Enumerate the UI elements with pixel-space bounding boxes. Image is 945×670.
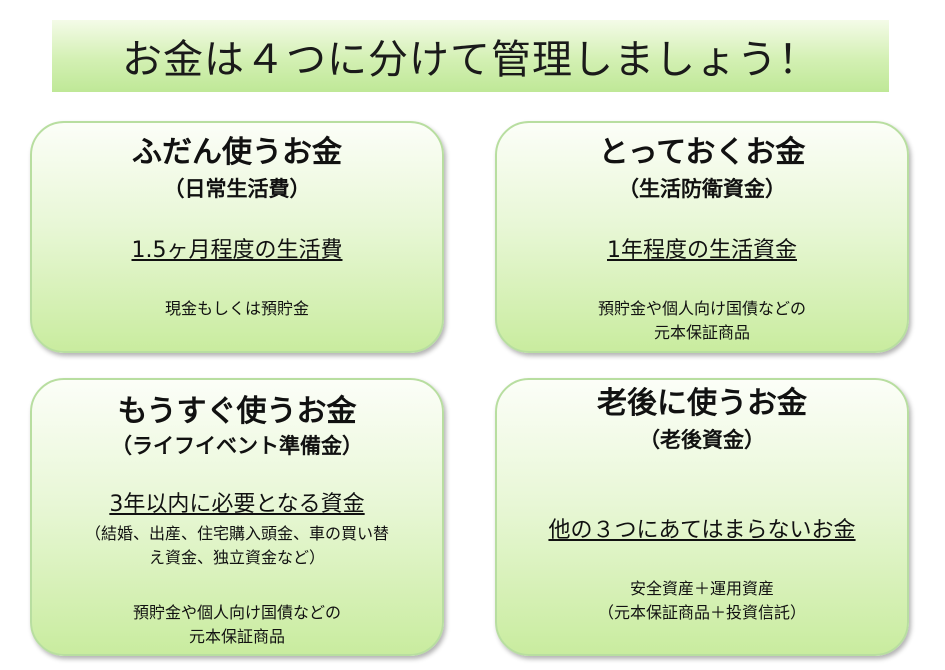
page-title-text: お金は４つに分けて管理しましょう！ bbox=[122, 37, 819, 83]
card-subheading: （老後資金） bbox=[639, 428, 765, 452]
card-target: 3年以内に必要となる資金 bbox=[109, 492, 365, 517]
card-heading: とっておくお金 bbox=[598, 135, 806, 170]
card-means-line: 預貯金や個人向け国債などの bbox=[597, 299, 806, 318]
card-detail-line: え資金、独立資金など） bbox=[148, 548, 325, 567]
card-means-line: 元本保証商品 bbox=[188, 627, 285, 646]
page-title: お金は４つに分けて管理しましょう！ bbox=[52, 20, 889, 92]
card-soon-money: もうすぐ使うお金 （ライフイベント準備金） 3年以内に必要となる資金 （結婚、出… bbox=[30, 378, 444, 656]
card-reserve-money: とっておくお金 （生活防衛資金） 1年程度の生活資金 預貯金や個人向け国債などの… bbox=[495, 121, 909, 353]
card-means-line: 安全資産＋運用資産 bbox=[629, 579, 774, 598]
card-daily-money: ふだん使うお金 （日常生活費） 1.5ヶ月程度の生活費 現金もしくは預貯金 bbox=[30, 121, 444, 353]
card-detail-line: （結婚、出産、住宅購入頭金、車の買い替 bbox=[84, 524, 389, 543]
card-subheading: （生活防衛資金） bbox=[618, 177, 786, 201]
card-heading: もうすぐ使うお金 bbox=[117, 394, 357, 429]
card-target: 1年程度の生活資金 bbox=[607, 238, 797, 263]
card-retirement-money: 老後に使うお金 （老後資金） 他の３つにあてはまらないお金 安全資産＋運用資産 … bbox=[495, 378, 909, 656]
card-subheading: （ライフイベント準備金） bbox=[111, 434, 363, 458]
card-target: 1.5ヶ月程度の生活費 bbox=[131, 238, 343, 263]
card-means-line: 現金もしくは預貯金 bbox=[164, 299, 309, 318]
card-means-line: 預貯金や個人向け国債などの bbox=[132, 603, 341, 622]
card-heading: ふだん使うお金 bbox=[132, 135, 342, 170]
card-heading: 老後に使うお金 bbox=[597, 386, 807, 421]
card-means-line: 元本保証商品 bbox=[653, 323, 750, 342]
card-subheading: （日常生活費） bbox=[163, 177, 311, 201]
card-target: 他の３つにあてはまらないお金 bbox=[548, 518, 856, 543]
card-means-line: （元本保証商品＋投資信託） bbox=[597, 603, 806, 622]
